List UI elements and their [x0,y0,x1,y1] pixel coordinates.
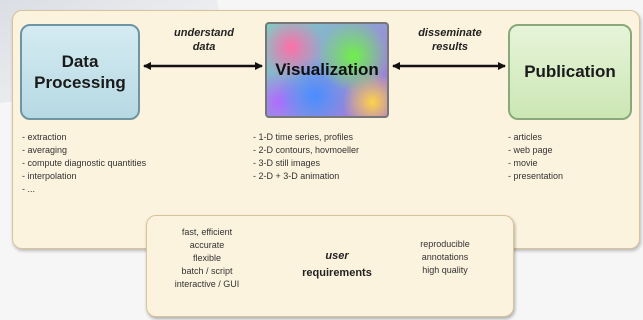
understand-data-label: understand data [152,26,256,54]
list-item: - web page [508,145,553,155]
requirements-right-list: reproducible annotations high quality [395,238,495,277]
list-item: annotations [421,252,469,262]
user-text: user [325,250,349,262]
data-processing-box: Data Processing [20,24,140,120]
list-item: fast, efficient [181,227,233,237]
list-item: - movie [508,158,538,168]
publication-label: Publication [524,62,616,81]
list-item: reproducible [420,239,470,249]
list-item: flexible [192,253,221,263]
list-item: - averaging [22,145,68,155]
requirements-left-list: fast, efficient accurate flexible batch … [157,226,257,291]
requirements-text: requirements [302,267,372,279]
publication-box: Publication [508,24,632,120]
data-text: data [192,41,216,53]
list-item: - presentation [508,171,564,181]
list-item: high quality [422,265,468,275]
list-item: batch / script [181,266,233,276]
visualization-box: Visualization [265,22,389,118]
visualization-list: - 1-D time series, profiles - 2-D contou… [253,131,359,183]
list-item: - 2-D + 3-D animation [253,171,340,181]
data-processing-label: Data Processing [34,52,126,92]
disseminate-results-label: disseminate results [398,26,502,54]
publication-list: - articles - web page - movie - presenta… [508,131,563,183]
visualization-label: Visualization [275,60,379,79]
results-text: results [431,41,469,53]
list-item: - interpolation [22,171,77,181]
list-item: - compute diagnostic quantities [22,158,147,168]
list-item: - articles [508,132,543,142]
list-item: - 2-D contours, hovmoeller [253,145,360,155]
list-item: - ... [22,184,35,194]
user-requirements-box: fast, efficient accurate flexible batch … [146,215,514,317]
list-item: - 3-D still images [253,158,321,168]
disseminate-text: disseminate [418,27,482,39]
list-item: - extraction [22,132,67,142]
understand-text: understand [174,27,234,39]
list-item: interactive / GUI [174,279,240,289]
user-requirements-title: user requirements [287,248,387,282]
data-processing-list: - extraction - averaging - compute diagn… [22,131,146,196]
list-item: - 1-D time series, profiles [253,132,354,142]
list-item: accurate [189,240,225,250]
